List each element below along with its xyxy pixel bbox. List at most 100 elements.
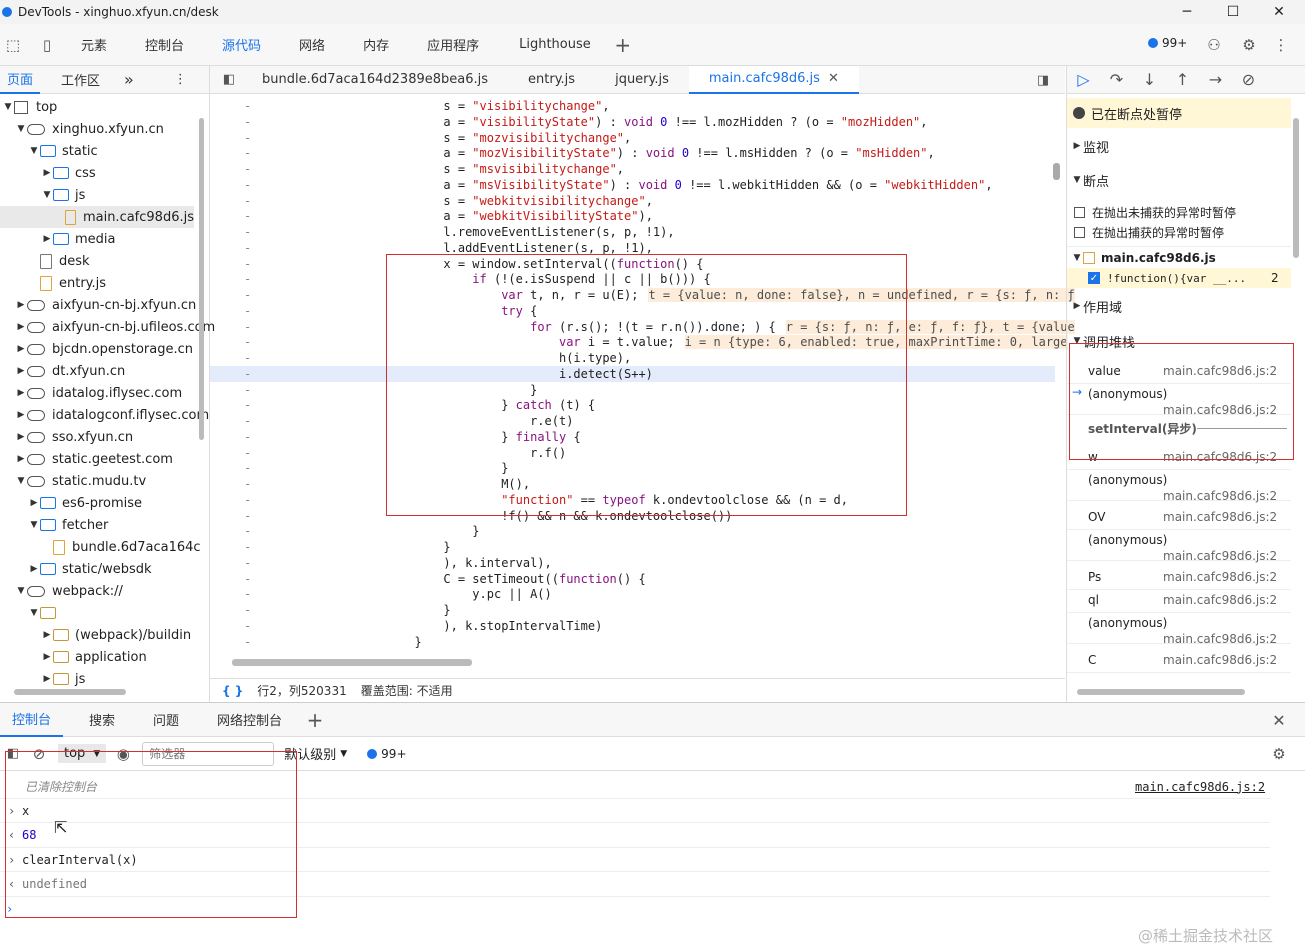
line-gutter[interactable]: - (244, 240, 252, 255)
pause-uncaught-option[interactable]: 在抛出未捕获的异常时暂停 (1067, 202, 1291, 222)
code-line[interactable]: - ), k.stopIntervalTime) (210, 618, 1055, 634)
code-line[interactable]: - x = window.setInterval((function() { (210, 256, 1055, 272)
tree-node[interactable]: ▼xinghuo.xfyun.cn (15, 118, 164, 140)
maximize-button[interactable]: ☐ (1226, 4, 1240, 20)
code-line[interactable]: - } (210, 523, 1055, 539)
line-gutter[interactable]: - (244, 571, 252, 586)
close-drawer-icon[interactable]: ✕ (1272, 710, 1286, 730)
main-tab-2[interactable]: 源代码 (222, 39, 262, 54)
log-level-selector[interactable]: 默认级别 ▼ (284, 744, 347, 763)
line-gutter[interactable]: - (244, 256, 252, 271)
line-gutter[interactable]: - (244, 225, 252, 239)
tree-vertical-scrollbar[interactable] (199, 118, 204, 440)
tree-node[interactable]: ▼fetcher (28, 514, 109, 536)
line-gutter[interactable]: - (244, 603, 252, 617)
add-panel-button[interactable]: + (614, 32, 632, 57)
deactivate-breakpoints-icon[interactable]: ⊘ (1241, 70, 1256, 89)
line-gutter[interactable]: - (244, 414, 252, 428)
resume-icon[interactable]: ▷ (1077, 70, 1090, 89)
line-gutter[interactable]: - (244, 193, 252, 208)
code-line[interactable]: - "function" == typeof k.ondevtoolclose … (210, 492, 1055, 508)
tree-node[interactable]: ▶sso.xfyun.cn (15, 426, 134, 448)
line-gutter[interactable]: - (244, 177, 252, 192)
code-line[interactable]: - a = "webkitVisibilityState"), (210, 208, 1055, 224)
step-icon[interactable]: → (1208, 70, 1223, 89)
tree-node[interactable]: bundle.6d7aca164c (41, 536, 201, 558)
code-line[interactable]: - } (210, 382, 1055, 398)
main-tab-3[interactable]: 网络 (299, 39, 326, 54)
code-line[interactable]: - } (210, 634, 1055, 650)
tab-page[interactable]: 页面 (0, 66, 41, 94)
clear-console-icon[interactable]: ⊘ (32, 744, 46, 763)
watch-section-header[interactable]: ▶监视 (1067, 134, 1291, 158)
navigator-menu-icon[interactable]: ⋮ (173, 72, 187, 87)
toggle-debugger-icon[interactable]: ◨ (1036, 72, 1050, 88)
tree-node[interactable]: ▶aixfyun-cn-bj.xfyun.cn (15, 294, 197, 316)
tree-node[interactable]: desk (28, 250, 90, 272)
line-gutter[interactable]: - (244, 209, 252, 224)
people-icon[interactable]: ⚇ (1207, 36, 1221, 54)
more-options-icon[interactable]: ⋮ (1273, 36, 1289, 54)
line-gutter[interactable]: - (244, 492, 252, 507)
scope-section-header[interactable]: ▶作用域 (1067, 294, 1291, 318)
line-gutter[interactable]: - (244, 618, 252, 633)
checkbox-unchecked[interactable] (1074, 226, 1085, 238)
code-line[interactable]: - a = "mozVisibilityState") : void 0 !==… (210, 145, 1055, 161)
line-gutter[interactable]: - (244, 634, 252, 649)
code-line[interactable]: - l.removeEventListener(s, p, !1), (210, 224, 1055, 240)
code-view[interactable]: - s = "visibilitychange",- a = "visibili… (210, 94, 1075, 654)
sidebar-horizontal-scrollbar[interactable] (1077, 689, 1245, 695)
source-tab-0[interactable]: bundle.6d7aca164d2389e8bea6.js (242, 66, 508, 94)
main-tab-0[interactable]: 元素 (81, 39, 108, 54)
line-gutter[interactable]: - (244, 130, 252, 145)
line-gutter[interactable]: - (244, 445, 252, 460)
code-line[interactable]: - M(), (210, 476, 1055, 492)
code-horizontal-scrollbar[interactable] (232, 659, 472, 666)
tree-node[interactable]: ▶aixfyun-cn-bj.ufileos.com (15, 316, 216, 338)
issues-counter[interactable]: 99+ (1148, 36, 1187, 50)
code-line[interactable]: - s = "webkitvisibilitychange", (210, 193, 1055, 209)
code-line[interactable]: - try { (210, 303, 1055, 319)
checkbox-unchecked[interactable] (1074, 206, 1085, 218)
code-line[interactable]: - a = "msVisibilityState") : void 0 !== … (210, 177, 1055, 193)
code-line[interactable]: - for (r.s(); !(t = r.n()).done; ) {r = … (210, 319, 1075, 335)
tree-node[interactable]: ▼top (2, 96, 58, 118)
inspect-element-icon[interactable]: ⬚ (5, 35, 21, 54)
tree-node[interactable]: ▶css (41, 162, 96, 184)
main-tab-5[interactable]: 应用程序 (427, 39, 480, 54)
source-tab-2[interactable]: jquery.js (595, 66, 689, 94)
main-tab-1[interactable]: 控制台 (145, 39, 185, 54)
line-gutter[interactable]: - (244, 335, 252, 350)
sidebar-toggle-icon[interactable]: ◧ (6, 746, 20, 761)
close-tab-icon[interactable]: ✕ (827, 71, 839, 86)
code-line[interactable]: - ), k.interval), (210, 555, 1055, 571)
code-line[interactable]: - s = "mozvisibilitychange", (210, 130, 1055, 146)
line-gutter[interactable]: - (244, 288, 252, 302)
tree-node[interactable]: ▼js (41, 184, 86, 206)
breakpoints-section-header[interactable]: ▼断点 (1067, 168, 1291, 192)
code-line[interactable]: - } (210, 539, 1055, 555)
drawer-tab-2[interactable]: 问题 (153, 714, 180, 729)
tree-node[interactable]: ▶static/websdk (28, 558, 152, 580)
step-out-icon[interactable]: ↑ (1175, 70, 1190, 89)
settings-gear-icon[interactable]: ⚙ (1242, 36, 1256, 54)
call-frame[interactable]: (anonymous)main.cafc98d6.js:2 (1067, 529, 1291, 563)
code-line[interactable]: - a = "visibilityState") : void 0 !== l.… (210, 114, 1055, 130)
tree-node[interactable]: entry.js (28, 272, 106, 294)
device-toolbar-icon[interactable]: ▯ (42, 35, 52, 54)
code-line[interactable]: - } catch (t) { (210, 397, 1055, 413)
line-gutter[interactable]: - (244, 587, 252, 602)
source-tab-3[interactable]: main.cafc98d6.js✕ (688, 65, 859, 94)
tree-node[interactable]: ▼webpack:// (15, 580, 123, 602)
pretty-print-button[interactable]: { } (222, 683, 244, 698)
code-line[interactable]: - var t, n, r = u(E);t = {value: n, done… (210, 287, 1075, 303)
breakpoint-file-group[interactable]: ▼ main.cafc98d6.js (1067, 246, 1291, 268)
call-frame[interactable]: (anonymous)main.cafc98d6.js:2→ (1067, 383, 1291, 417)
drawer-tab-3[interactable]: 网络控制台 (217, 714, 283, 729)
console-source-link[interactable]: main.cafc98d6.js:2 (1135, 779, 1266, 794)
sidebar-vertical-scrollbar[interactable] (1293, 118, 1299, 258)
tree-node[interactable]: ▶idatalogconf.iflysec.com (15, 404, 210, 426)
